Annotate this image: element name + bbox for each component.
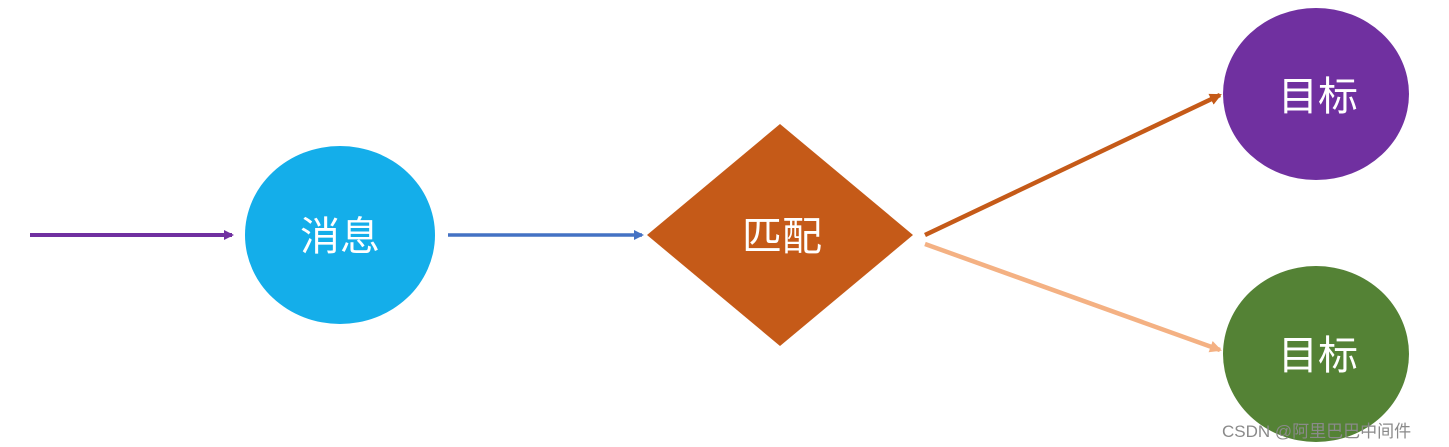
node-match: 匹配: [647, 124, 913, 346]
node-target-1: 目标: [1223, 8, 1409, 180]
edge-match-to-target1: [924, 92, 1222, 238]
node-message: 消息: [245, 146, 435, 324]
node-match-label: 匹配: [742, 214, 822, 260]
node-target-2: 目标: [1223, 266, 1409, 442]
node-message-label: 消息: [300, 214, 380, 260]
watermark: CSDN @阿里巴巴中间件: [1222, 422, 1412, 441]
node-target-2-label: 目标: [1278, 333, 1358, 379]
edge-match-to-target2: [924, 241, 1222, 353]
node-target-1-label: 目标: [1278, 74, 1358, 120]
